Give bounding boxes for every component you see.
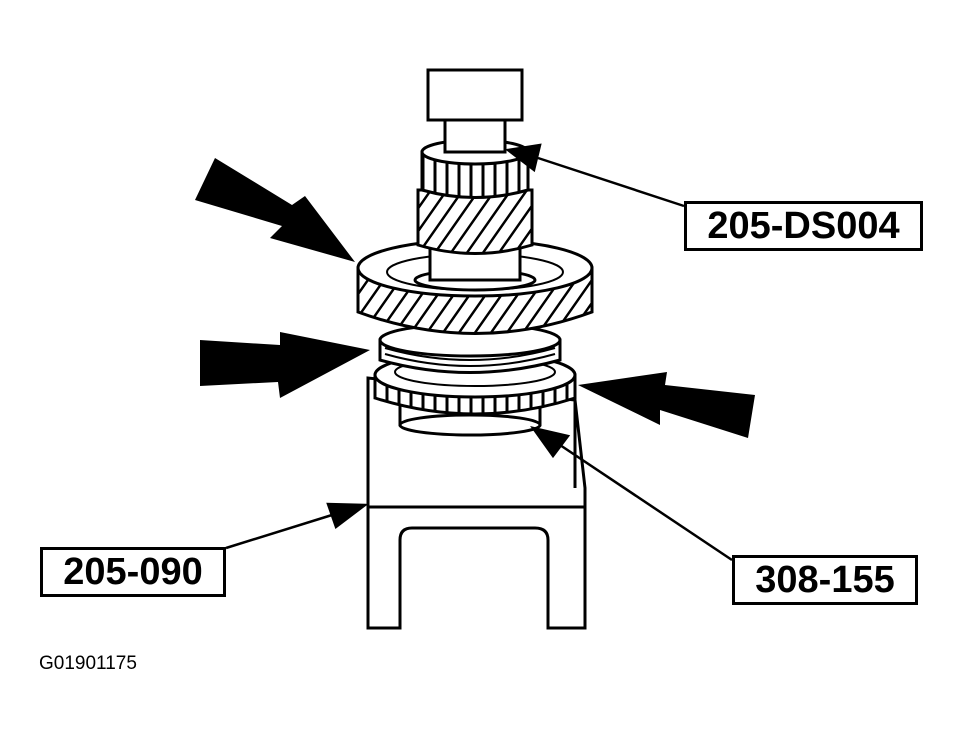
synchro-ring <box>378 322 562 374</box>
callout-205-ds004: 205-DS004 <box>684 201 923 251</box>
callout-205-090: 205-090 <box>40 547 226 597</box>
arrow-upper-left <box>195 158 355 262</box>
figure-id: G01901175 <box>39 653 137 674</box>
arrow-middle-left <box>200 332 370 398</box>
small-helical-gear <box>416 188 534 255</box>
direction-arrows <box>195 158 755 438</box>
arrow-right <box>578 372 755 438</box>
callout-308-155: 308-155 <box>732 555 918 605</box>
support-fixture <box>366 376 587 630</box>
leader-lines <box>225 143 733 562</box>
press-ram <box>426 68 524 154</box>
